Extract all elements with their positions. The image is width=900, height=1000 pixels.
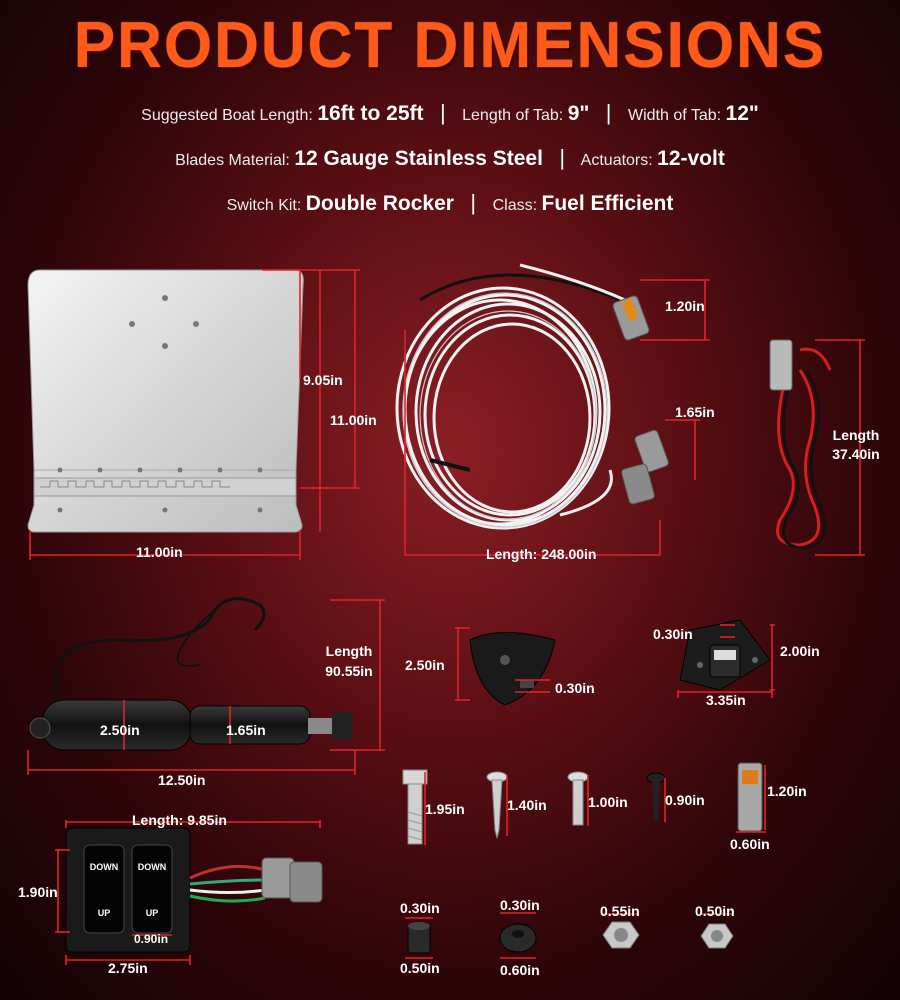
dim-label: 11.00in [136,544,183,560]
dim-label: 90.55in [325,663,373,679]
actuator-dimension-lines [27,599,385,775]
dim-label: 9.05in [303,372,343,388]
dim-label: 0.30in [500,897,540,913]
spec-key: Blades Material: [175,152,290,169]
dim-label: 3.35in [706,692,746,708]
upper-mount-dimension-lines [455,627,550,701]
spec-key: Length of Tab: [462,107,564,124]
plate-dimension-lines [29,269,360,560]
dim-label: 1.95in [425,801,465,817]
dim-label: 1.65in [226,722,266,738]
spec-row-2: Blades Material: 12 Gauge Stainless Stee… [0,145,900,171]
spec-value: Double Rocker [305,192,454,215]
page-title: PRODUCT DIMENSIONS [73,9,827,82]
hex-bolt [402,769,428,845]
dim-label: 1.20in [665,298,705,314]
spec-key: Actuators: [580,152,653,169]
spec-separator: | [439,100,446,125]
dim-label: Length: 248.00in [486,546,597,562]
lower-mount-bracket [679,619,771,691]
dim-label: 1.20in [767,783,807,799]
dim-label: Length [325,643,373,659]
harness-dimension-lines [404,279,710,556]
rocker-down-label: DOWN [137,862,167,872]
dim-label: Length [832,427,880,443]
spec-separator: | [470,190,477,215]
dim-label: 2.75in [108,960,148,976]
spec-key: Switch Kit: [226,197,302,214]
black-screw [646,772,666,823]
dim-label: 0.50in [400,960,440,976]
dim-label: 12.50in [158,772,206,788]
plug-dimension-lines [736,765,766,833]
rocker-switch-panel [65,827,323,953]
dim-label: 1.00in [588,794,628,810]
spec-separator: | [605,100,612,125]
hex-nut-small [700,923,734,949]
rocker-up-label: UP [97,908,111,918]
connector-plug [737,762,763,832]
spec-value: 16ft to 25ft [317,102,424,125]
dim-label: 0.60in [500,962,540,978]
spec-separator: | [559,145,566,170]
dim-label: 2.00in [780,643,820,659]
dim-label: 0.30in [555,680,595,696]
dim-label: Length: 9.85in [132,812,227,828]
machine-screw [567,771,589,826]
upper-mount-bracket [469,632,556,706]
rocker-down-label: DOWN [89,862,119,872]
rocker-up-label: UP [145,908,159,918]
spec-value: 12" [725,102,759,125]
dim-label: 2.50in [100,722,140,738]
spec-key: Width of Tab: [627,107,722,124]
trim-tab-plate [27,269,304,533]
dim-label: 1.90in [18,884,58,900]
spec-row-1: Suggested Boat Length: 16ft to 25ft | Le… [0,100,900,126]
wiring-harness [395,263,669,530]
spec-value: 12-volt [657,147,725,170]
hex-nut-large [602,921,640,949]
rubber-washer [499,923,537,953]
nylon-sleeve [407,922,431,954]
spec-row-3: Switch Kit: Double Rocker | Class: Fuel … [0,190,900,216]
spec-value: 9" [567,102,590,125]
dim-label: 0.30in [400,900,440,916]
actuator [29,597,352,751]
power-cable-dimension-lines [815,339,865,556]
dim-label: 11.00in [330,412,377,428]
dim-label: 1.40in [507,797,547,813]
bottom-hardware-dimension-lines [405,912,733,959]
lower-mount-dimension-lines [677,624,775,698]
dim-label: 0.90in [665,792,705,808]
dim-label: 0.50in [695,903,735,919]
dim-label: 0.90in [134,932,169,946]
dim-label: 37.40in [832,446,880,462]
dim-label: 1.65in [675,404,715,420]
dim-label: 0.30in [653,626,693,642]
dim-label: 0.60in [730,836,770,852]
dim-label: 2.50in [405,657,445,673]
dim-label: 0.55in [600,903,640,919]
spec-value: Fuel Efficient [541,192,674,215]
spec-key: Class: [492,197,538,214]
wood-screw [486,771,508,839]
switch-dimension-lines [55,820,321,965]
power-cable [769,339,832,550]
spec-value: 12 Gauge Stainless Steel [294,147,543,170]
spec-key: Suggested Boat Length: [141,107,313,124]
